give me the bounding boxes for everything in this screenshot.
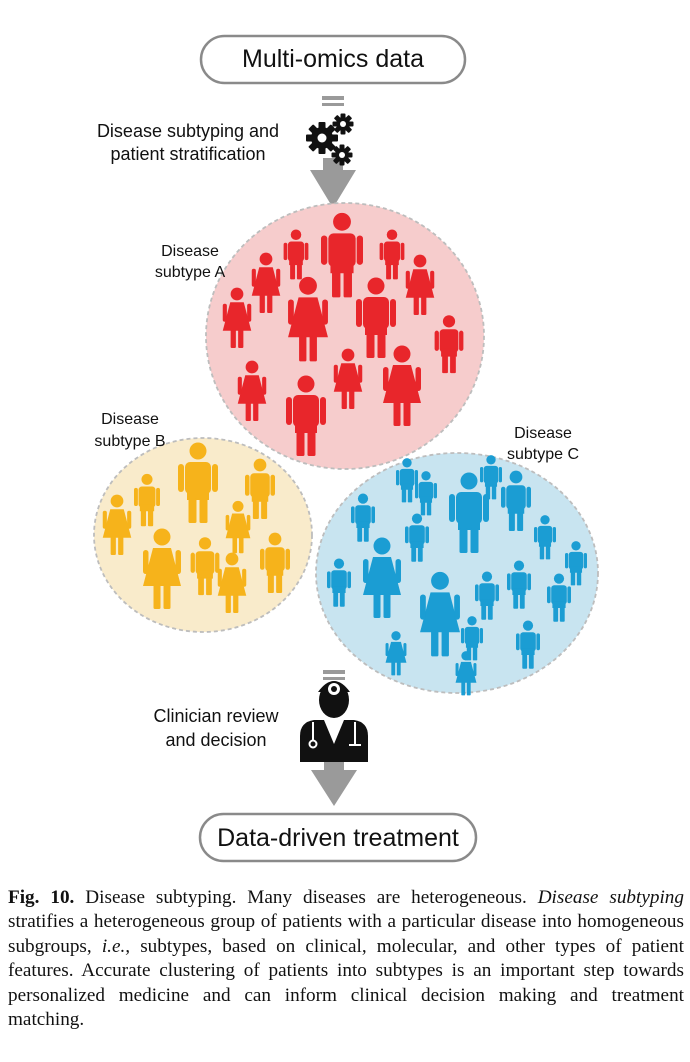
cluster-c-circle	[315, 452, 599, 694]
caption-label: Fig. 10.	[8, 887, 75, 908]
step1-label: Disease subtyping and patient stratifica…	[97, 121, 279, 164]
doctor-icon	[300, 681, 368, 762]
caption-italic-2: i.e.,	[101, 935, 131, 957]
caption-text-2: stratifies a heterogeneous group of pati…	[8, 911, 684, 957]
cluster-b-label-line2: subtype B	[94, 433, 165, 450]
caption-text-1: Disease subtyping. Many diseases are het…	[74, 887, 538, 908]
step2-label: Clinician review and decision	[153, 706, 279, 750]
cluster-a	[205, 202, 485, 470]
diagram: Multi-omics data	[93, 34, 599, 863]
caption-italic-1: Disease subtyping	[537, 887, 684, 908]
bottom-box: Data-driven treatment	[198, 812, 478, 863]
cluster-b	[93, 437, 313, 633]
cluster-c	[315, 452, 599, 696]
cluster-a-label-line1: Disease	[161, 243, 219, 260]
step1-label-line1: Disease subtyping and	[97, 121, 279, 141]
cluster-c-label-line2: subtype C	[507, 446, 579, 463]
step1-label-line2: patient stratification	[110, 144, 265, 164]
cluster-a-label-line2: subtype A	[155, 264, 226, 281]
flow-arrow-2	[311, 670, 357, 806]
cluster-c-label-line1: Disease	[514, 425, 572, 442]
step2-label-line1: Clinician review	[153, 706, 279, 726]
flow-arrow-1	[310, 96, 356, 208]
cluster-b-label-line1: Disease	[101, 411, 159, 428]
caption-text-3: subtypes, based on clinical, molecular, …	[8, 935, 684, 1031]
figure-caption: Fig. 10. Disease subtyping. Many disease…	[8, 886, 684, 1032]
step2-label-line2: and decision	[165, 730, 266, 750]
gears-icon	[306, 113, 354, 166]
bottom-box-label: Data-driven treatment	[217, 824, 459, 852]
top-box-label: Multi-omics data	[242, 45, 424, 73]
top-box: Multi-omics data	[199, 34, 467, 85]
